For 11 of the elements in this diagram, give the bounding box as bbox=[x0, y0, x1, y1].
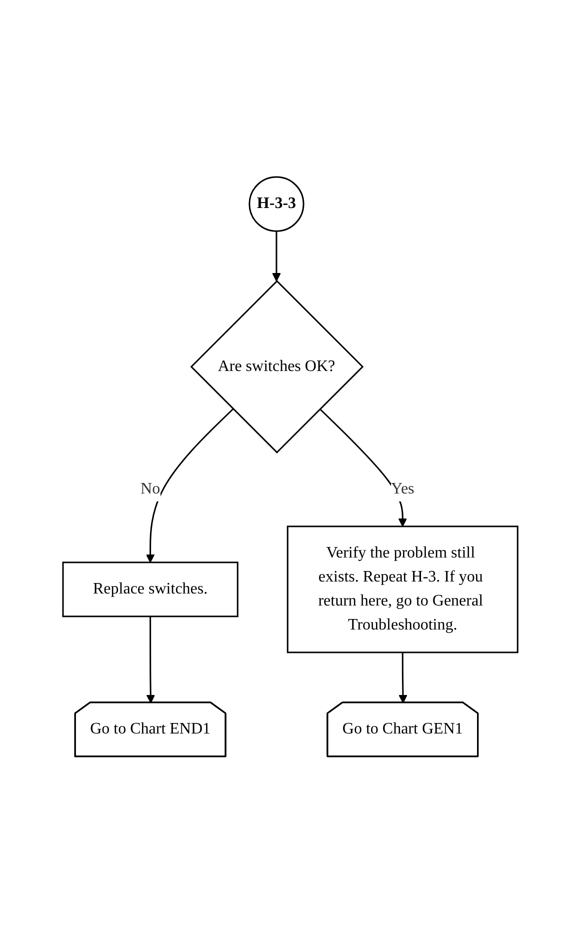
node-circle: H-3-3 bbox=[248, 176, 304, 232]
node-box: Verify the problem still exists. Repeat H-3. If you return here, go to General Troubleshooting. bbox=[286, 526, 518, 654]
node-diamond: Are switches OK? bbox=[190, 280, 364, 454]
arrow bbox=[146, 616, 155, 704]
edge-label: No bbox=[140, 480, 160, 498]
arrow bbox=[272, 231, 281, 282]
edge-label: Yes bbox=[390, 480, 414, 498]
arrow bbox=[398, 652, 408, 704]
node-box: Replace switches. bbox=[62, 562, 238, 618]
arrow bbox=[146, 408, 234, 564]
arrow bbox=[319, 408, 407, 528]
